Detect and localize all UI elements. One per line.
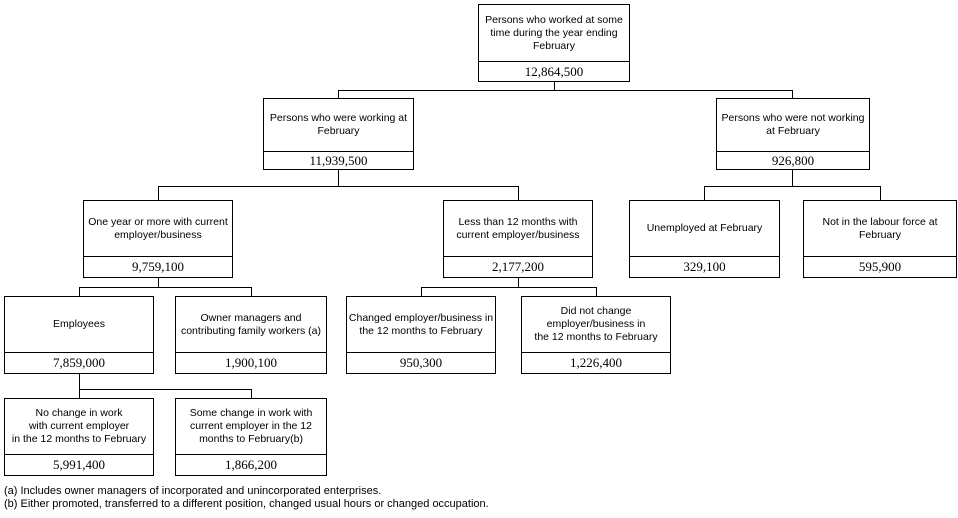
node-value: 5,991,400 bbox=[5, 454, 153, 475]
node-label: Some change in work with current employe… bbox=[189, 407, 313, 445]
node-value: 926,800 bbox=[717, 151, 869, 169]
connector-line bbox=[338, 90, 339, 98]
node-label: Persons who worked at some time during t… bbox=[485, 13, 623, 52]
node-label: Persons who were not working at February bbox=[721, 112, 865, 137]
connector-line bbox=[79, 287, 80, 296]
node-value: 2,177,200 bbox=[444, 256, 592, 277]
footnote-b: (b) Either promoted, transferred to a di… bbox=[4, 498, 489, 510]
connector-line bbox=[158, 186, 519, 187]
node-value: 595,900 bbox=[804, 256, 956, 277]
connector-line bbox=[251, 287, 252, 296]
connector-line bbox=[421, 287, 597, 288]
connector-line bbox=[338, 170, 339, 186]
footnotes: (a) Includes owner managers of incorpora… bbox=[4, 485, 489, 511]
node-unemployed: Unemployed at February 329,100 bbox=[629, 200, 780, 278]
node-value: 12,864,500 bbox=[479, 61, 629, 81]
node-value: 9,759,100 bbox=[84, 256, 232, 277]
node-value: 11,939,500 bbox=[264, 151, 413, 169]
node-label: Changed employer/business in the 12 mont… bbox=[348, 311, 494, 337]
node-label: Employees bbox=[53, 318, 105, 330]
node-owner-managers: Owner managers and contributing family w… bbox=[175, 296, 327, 374]
node-label: Did not change employer/business in the … bbox=[534, 305, 658, 343]
node-label: Persons who were working at February bbox=[269, 112, 408, 137]
node-not-working-at-february: Persons who were not working at February… bbox=[716, 98, 870, 170]
connector-line bbox=[79, 389, 252, 390]
connector-line bbox=[880, 186, 881, 200]
footnote-a: (a) Includes owner managers of incorpora… bbox=[4, 485, 382, 497]
connector-line bbox=[792, 90, 793, 98]
connector-line bbox=[79, 287, 252, 288]
node-label: Unemployed at February bbox=[646, 222, 763, 234]
connector-line bbox=[518, 186, 519, 200]
connector-line bbox=[704, 186, 705, 200]
connector-line bbox=[158, 186, 159, 200]
node-working-at-february: Persons who were working at February 11,… bbox=[263, 98, 414, 170]
node-value: 1,226,400 bbox=[522, 352, 670, 373]
node-label: Owner managers and contributing family w… bbox=[180, 311, 322, 337]
connector-line bbox=[596, 287, 597, 296]
node-value: 1,866,200 bbox=[176, 454, 326, 475]
node-value: 1,900,100 bbox=[176, 352, 326, 373]
node-label: One year or more with current employer/b… bbox=[88, 215, 228, 241]
node-not-in-labour-force: Not in the labour force at February 595,… bbox=[803, 200, 957, 278]
connector-line bbox=[79, 374, 80, 389]
node-label: No change in work with current employer … bbox=[11, 407, 147, 445]
connector-line bbox=[554, 82, 555, 90]
node-persons-worked-year: Persons who worked at some time during t… bbox=[478, 4, 630, 82]
node-less-than-12-months: Less than 12 months with current employe… bbox=[443, 200, 593, 278]
connector-line bbox=[251, 389, 252, 398]
connector-line bbox=[338, 90, 793, 91]
connector-line bbox=[518, 278, 519, 287]
node-changed-employer: Changed employer/business in the 12 mont… bbox=[346, 296, 496, 374]
connector-line bbox=[421, 287, 422, 296]
node-did-not-change-employer: Did not change employer/business in the … bbox=[521, 296, 671, 374]
node-label: Not in the labour force at February bbox=[822, 215, 938, 241]
node-employees: Employees 7,859,000 bbox=[4, 296, 154, 374]
node-value: 7,859,000 bbox=[5, 352, 153, 373]
node-value: 329,100 bbox=[630, 256, 779, 277]
node-some-change-in-work: Some change in work with current employe… bbox=[175, 398, 327, 476]
node-no-change-in-work: No change in work with current employer … bbox=[4, 398, 154, 476]
connector-line bbox=[79, 389, 80, 398]
node-one-year-or-more: One year or more with current employer/b… bbox=[83, 200, 233, 278]
node-value: 950,300 bbox=[347, 352, 495, 373]
node-label: Less than 12 months with current employe… bbox=[456, 215, 580, 241]
connector-line bbox=[704, 186, 881, 187]
connector-line bbox=[792, 170, 793, 186]
connector-line bbox=[158, 278, 159, 287]
